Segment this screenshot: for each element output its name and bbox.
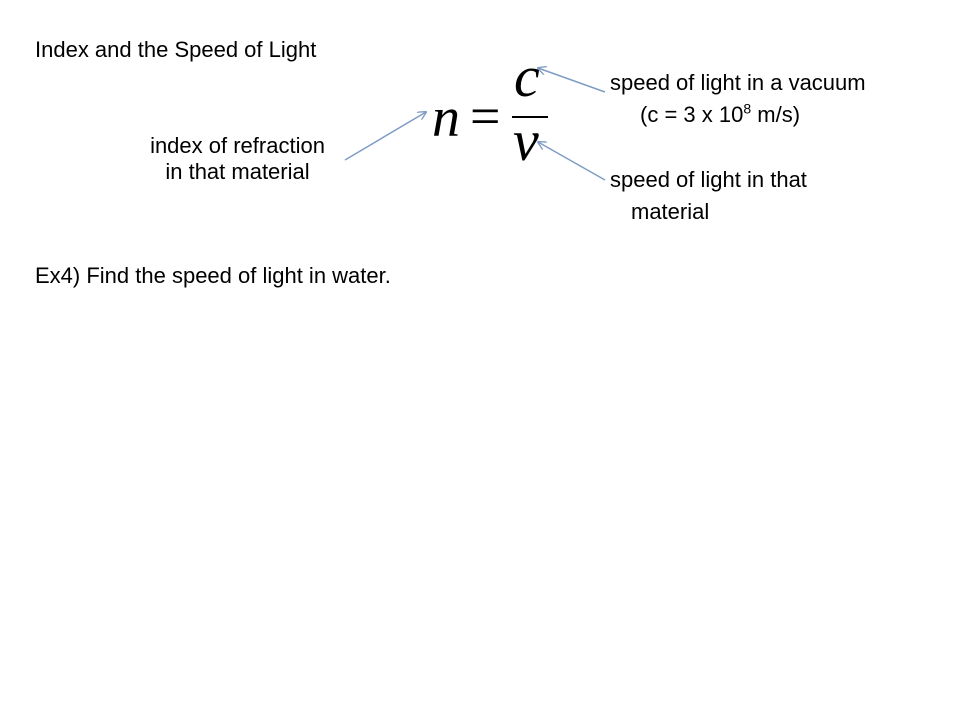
- formula-equals-sign: =: [470, 86, 501, 146]
- formula-fraction-bar: [512, 116, 548, 118]
- speed-constant-label: (c = 3 x 108 m/s): [640, 102, 800, 128]
- index-label-line-2: in that material: [165, 159, 310, 184]
- vacuum-pointer-arrow: [538, 68, 606, 93]
- example-prompt: Ex4) Find the speed of light in water.: [35, 263, 391, 288]
- slide-title: Index and the Speed of Light: [35, 37, 317, 62]
- speed-constant-prefix: (c = 3 x 10: [640, 102, 744, 127]
- material-speed-label: speed of light in that: [610, 167, 807, 192]
- material-speed-label-line-2: material: [631, 199, 710, 224]
- refraction-formula: n = c v: [426, 44, 548, 173]
- vacuum-speed-label: speed of light in a vacuum: [610, 70, 866, 95]
- index-label-line-1: index of refraction: [150, 133, 325, 158]
- speed-constant-exponent: 8: [743, 100, 752, 117]
- index-pointer-arrow: [344, 112, 426, 161]
- index-of-refraction-label: index of refraction in that material: [130, 133, 345, 185]
- formula-denominator: v: [513, 108, 539, 173]
- formula-numerator: c: [514, 44, 540, 109]
- formula-index-symbol: n: [432, 87, 460, 149]
- material-pointer-arrow: [538, 142, 606, 181]
- speed-constant-suffix: m/s): [751, 102, 801, 127]
